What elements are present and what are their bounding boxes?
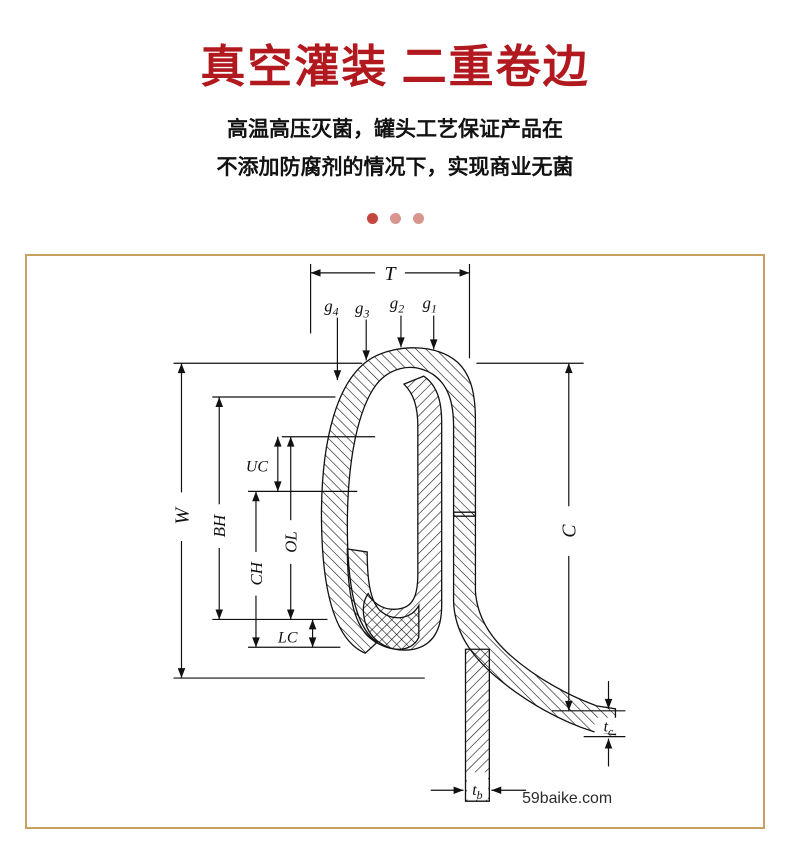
tc-label-window <box>594 717 623 734</box>
dimension-tb: tb <box>430 782 527 802</box>
dim-label-g4: g4 <box>324 296 338 318</box>
dimension-lc: LC <box>277 619 317 647</box>
end-curl-section <box>320 346 477 654</box>
diagram-frame: T g4 g3 g2 g1 W BH CH OL UC <box>25 253 765 829</box>
dim-label-ol: OL <box>282 531 301 553</box>
dimension-c: C <box>559 362 581 711</box>
dimension-ol: OL <box>282 436 301 620</box>
tb-label-window <box>467 771 488 800</box>
body-wall-section <box>464 648 490 802</box>
hero-section: 真空灌装 二重卷边 高温高压灭菌，罐头工艺保证产品在 不添加防腐剂的情况下，实现… <box>0 0 790 224</box>
extension-lines <box>173 263 626 737</box>
dimension-w: W <box>171 362 193 678</box>
watermark-text: 59baike.com <box>522 790 612 807</box>
dim-label-ch: CH <box>247 561 266 585</box>
dim-label-g3: g3 <box>355 298 369 320</box>
dimension-t: T <box>310 262 470 284</box>
seam-cross-section <box>320 346 617 802</box>
subtitle-line-1: 高温高压灭菌，罐头工艺保证产品在 <box>227 117 563 141</box>
dot-icon <box>389 212 401 224</box>
subtitle-line-2: 不添加防腐剂的情况下，实现商业无菌 <box>216 154 574 179</box>
dots-separator <box>0 212 790 224</box>
dim-label-tb: tb <box>472 782 482 802</box>
dim-label-uc: UC <box>246 458 268 475</box>
dim-label-c: C <box>559 523 581 537</box>
dimension-ch: CH <box>247 490 266 647</box>
page-title: 真空灌装 二重卷边 <box>200 42 590 92</box>
dim-label-g2: g2 <box>390 293 404 315</box>
body-hook-section <box>362 375 443 651</box>
dim-label-t: T <box>385 262 398 284</box>
dot-icon <box>366 212 378 224</box>
dim-label-tc: tc <box>604 718 614 738</box>
dim-label-g1: g1 <box>423 293 437 315</box>
dim-label-bh: BH <box>210 514 229 537</box>
dim-label-lc: LC <box>277 629 298 646</box>
dimension-tc: tc <box>594 680 623 767</box>
dimension-uc: UC <box>246 436 282 491</box>
dim-label-w: W <box>171 505 193 524</box>
subtitle: 高温高压灭菌，罐头工艺保证产品在 不添加防腐剂的情况下，实现商业无菌 <box>0 111 790 187</box>
dimension-g-group: g4 g3 g2 g1 <box>324 293 438 380</box>
dimension-bh: BH <box>210 396 229 620</box>
dot-icon <box>412 212 424 224</box>
seam-diagram: T g4 g3 g2 g1 W BH CH OL UC <box>171 262 626 807</box>
